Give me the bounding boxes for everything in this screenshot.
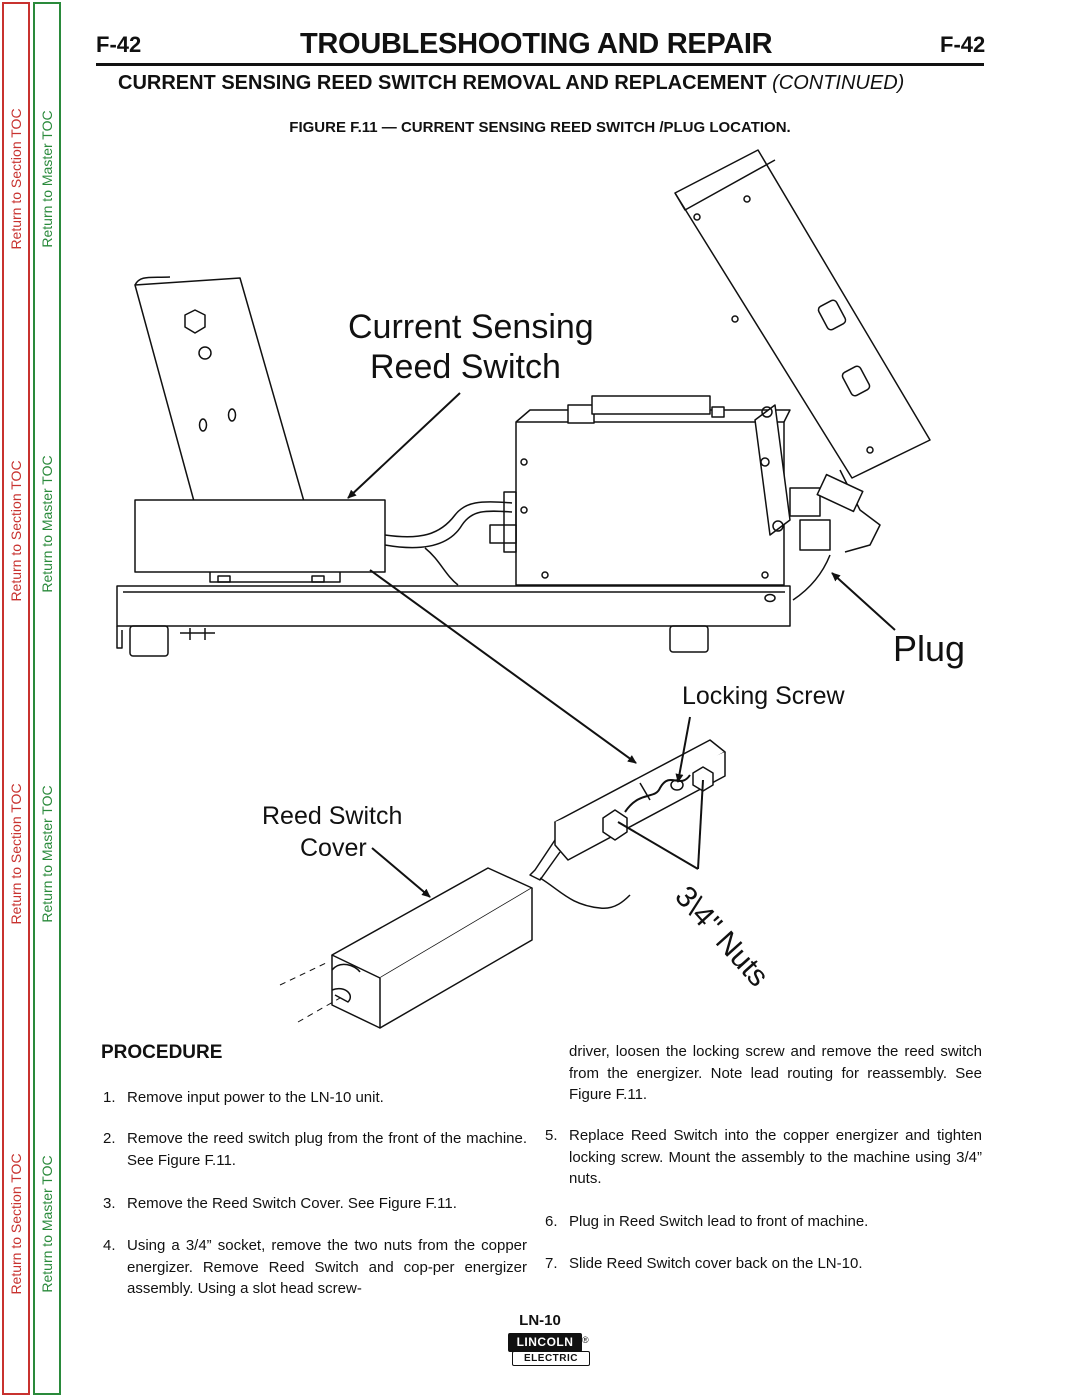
bracket-plate bbox=[134, 276, 306, 506]
three-quarter-nuts-label: 3\4" Nuts bbox=[668, 880, 775, 994]
figure-caption: FIGURE F.11 — CURRENT SENSING REED SWITC… bbox=[289, 119, 791, 136]
logo-bottom-text: ELECTRIC bbox=[512, 1351, 590, 1366]
procedure-step: 3. Remove the Reed Switch Cover. See Fig… bbox=[103, 1193, 527, 1215]
plug-label: Plug bbox=[893, 628, 966, 669]
control-box bbox=[489, 395, 791, 586]
step-number: 6. bbox=[545, 1213, 558, 1230]
return-to-section-toc-link[interactable]: Return to Section TOC bbox=[8, 783, 24, 925]
step-number: 1. bbox=[103, 1089, 116, 1106]
step-text: driver, loosen the locking screw and rem… bbox=[569, 1043, 982, 1103]
plug-connector bbox=[789, 473, 864, 601]
reed-switch-label: Reed Switch bbox=[370, 348, 561, 386]
reed-switch-cover-label-line1: Reed Switch bbox=[262, 802, 403, 830]
hinge-arm bbox=[754, 404, 791, 536]
lincoln-electric-logo: LINCOLN ® ELECTRIC bbox=[508, 1333, 590, 1367]
section-toc-strip: Return to Section TOC Return to Section … bbox=[2, 2, 30, 1395]
step-text: Plug in Reed Switch lead to front of mac… bbox=[569, 1213, 869, 1230]
step-text: Remove input power to the LN-10 unit. bbox=[127, 1089, 384, 1106]
page-title: TROUBLESHOOTING AND REPAIR bbox=[300, 28, 773, 60]
current-sensing-label: Current Sensing bbox=[348, 308, 594, 346]
step-text: Using a 3/4” socket, remove the two nuts… bbox=[127, 1237, 527, 1297]
locking-screw-label: Locking Screw bbox=[682, 682, 845, 710]
return-to-master-toc-link[interactable]: Return to Master TOC bbox=[39, 455, 55, 593]
base-rail bbox=[116, 585, 791, 657]
return-to-section-toc-link[interactable]: Return to Section TOC bbox=[8, 1153, 24, 1295]
step-text: Remove the Reed Switch Cover. See Figure… bbox=[127, 1195, 457, 1212]
master-toc-strip: Return to Master TOC Return to Master TO… bbox=[33, 2, 61, 1395]
return-to-master-toc-link[interactable]: Return to Master TOC bbox=[39, 1155, 55, 1293]
logo-top-text: LINCOLN bbox=[508, 1333, 582, 1352]
section-title-continued: (CONTINUED) bbox=[772, 72, 905, 94]
procedure-step-continued: driver, loosen the locking screw and rem… bbox=[545, 1041, 982, 1106]
procedure-heading: PROCEDURE bbox=[101, 1042, 223, 1063]
page-code-left: F-42 bbox=[96, 32, 142, 57]
reed-switch-cover bbox=[331, 867, 533, 1029]
procedure-step: 5. Replace Reed Switch into the copper e… bbox=[545, 1125, 982, 1190]
section-title: CURRENT SENSING REED SWITCH REMOVAL AND … bbox=[118, 72, 904, 95]
registered-mark: ® bbox=[582, 1335, 589, 1345]
procedure-step: 1. Remove input power to the LN-10 unit. bbox=[103, 1087, 527, 1109]
procedure-step: 4. Using a 3/4” socket, remove the two n… bbox=[103, 1235, 527, 1300]
step-text: Remove the reed switch plug from the fro… bbox=[127, 1130, 527, 1169]
step-number: 2. bbox=[103, 1130, 116, 1147]
tilted-control-panel bbox=[674, 149, 931, 553]
return-to-master-toc-link[interactable]: Return to Master TOC bbox=[39, 785, 55, 923]
reed-switch-cover-label-line2: Cover bbox=[300, 834, 367, 862]
model-name: LN-10 bbox=[519, 1312, 561, 1329]
procedure-step: 6. Plug in Reed Switch lead to front of … bbox=[545, 1211, 982, 1233]
step-number: 3. bbox=[103, 1195, 116, 1212]
step-number: 5. bbox=[545, 1127, 558, 1144]
procedure-step: 2. Remove the reed switch plug from the … bbox=[103, 1128, 527, 1171]
reed-switch-housing bbox=[134, 499, 386, 583]
page-code-right: F-42 bbox=[940, 32, 986, 57]
return-to-section-toc-link[interactable]: Return to Section TOC bbox=[8, 460, 24, 602]
step-number: 4. bbox=[103, 1237, 116, 1254]
procedure-step: 7. Slide Reed Switch cover back on the L… bbox=[545, 1253, 982, 1275]
side-navigation: Return to Section TOC Return to Section … bbox=[2, 2, 62, 1395]
step-text: Replace Reed Switch into the copper ener… bbox=[569, 1127, 982, 1187]
step-number: 7. bbox=[545, 1255, 558, 1272]
step-text: Slide Reed Switch cover back on the LN-1… bbox=[569, 1255, 863, 1272]
section-title-main: CURRENT SENSING REED SWITCH REMOVAL AND … bbox=[118, 72, 767, 94]
header-divider bbox=[96, 63, 984, 66]
